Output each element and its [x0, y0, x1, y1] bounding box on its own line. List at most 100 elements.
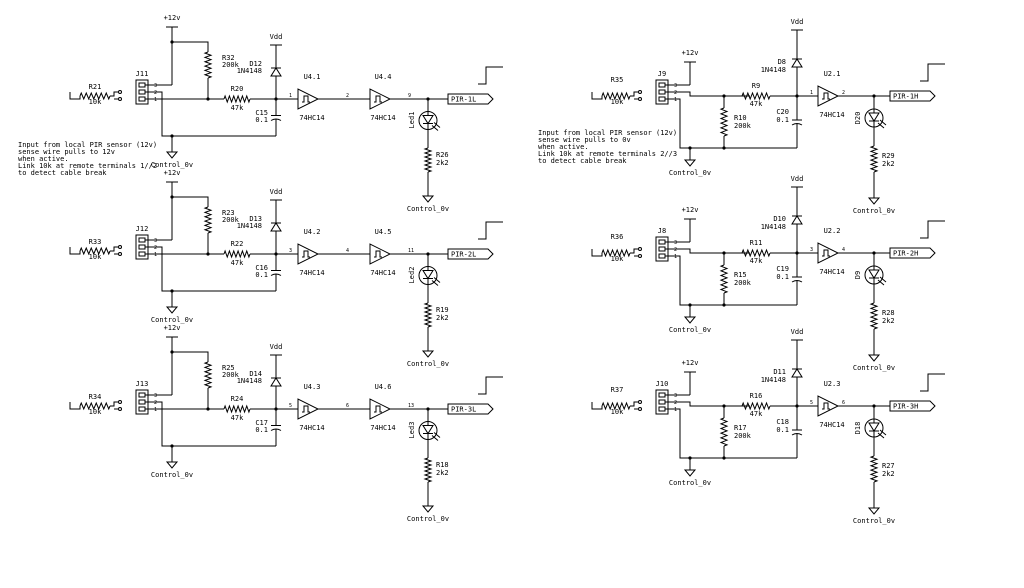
- connector-pin-symbol: [138, 251, 146, 257]
- pin-number: 1: [154, 97, 157, 103]
- ground-label: Control_0v: [407, 515, 449, 523]
- junction-dot: [170, 350, 174, 354]
- wire: [591, 402, 603, 410]
- channel-5: +12vR3610k321J8R15200kR1147kVddD101N4148…: [591, 175, 945, 372]
- terminal-circle: [118, 400, 122, 404]
- rser-ref: R11: [750, 239, 763, 247]
- pin-number: 1: [674, 97, 677, 103]
- resistor-symbol: [423, 302, 433, 328]
- ground-symbol: [683, 159, 697, 167]
- led-ref: Led3: [408, 422, 416, 439]
- light-ray-icon: [879, 429, 887, 436]
- output-label-flag: [889, 247, 936, 259]
- inverter-2-ref: U4.4: [375, 73, 392, 81]
- chip-part: 74HC14: [370, 424, 395, 432]
- wire: [630, 248, 638, 254]
- pin-number: 3: [674, 83, 677, 89]
- rbias-value: 200k: [222, 371, 240, 379]
- resistor-symbol: [719, 417, 729, 447]
- supply-label: +12v: [682, 206, 699, 214]
- connector-pin-symbol: [138, 244, 146, 250]
- connector-pin-symbol: [138, 82, 146, 88]
- resistor-symbol: [203, 51, 213, 79]
- wire: [172, 351, 209, 362]
- ground-symbol: [683, 469, 697, 477]
- chip-part: 74HC14: [819, 421, 844, 429]
- junction-dot: [206, 407, 210, 411]
- rled-ref: R26: [436, 151, 449, 159]
- vdd-label: Vdd: [270, 33, 283, 41]
- note-line: when active.: [538, 143, 589, 151]
- ground-label: Control_0v: [853, 364, 895, 372]
- inverter-1-ref: U2.1: [824, 70, 841, 78]
- capacitor-plate: [270, 273, 282, 276]
- cap-ref: C20: [776, 108, 789, 116]
- resistor-symbol: [719, 264, 729, 294]
- output-label-flag: [889, 90, 936, 102]
- wire: [672, 408, 690, 459]
- junction-dot: [206, 97, 210, 101]
- diode-symbol: [270, 377, 282, 387]
- led-ref: Led1: [408, 112, 416, 129]
- rbias-ref: R25: [222, 364, 235, 372]
- rser-value: 47k: [750, 257, 763, 265]
- diode-type: 1N4148: [761, 376, 786, 384]
- ground-symbol: [421, 195, 435, 203]
- pin-number: 3: [810, 247, 813, 253]
- pin-number: 2: [154, 245, 157, 251]
- rbias-value: 200k: [734, 279, 752, 287]
- light-ray-icon: [433, 122, 441, 128]
- supply-label: +12v: [164, 324, 181, 332]
- pin-number: 2: [154, 90, 157, 96]
- rbias-ref: R10: [734, 114, 747, 122]
- rbias-value: 200k: [734, 122, 752, 130]
- capacitor-plate: [791, 280, 803, 283]
- cap-ref: C18: [776, 418, 789, 426]
- pin-number: 1: [674, 407, 677, 413]
- wire: [152, 401, 172, 447]
- cap-ref: C19: [776, 265, 789, 273]
- connector-pin-symbol: [138, 399, 146, 405]
- junction-dot: [688, 456, 692, 460]
- diode-symbol: [791, 368, 803, 378]
- wire: [69, 92, 81, 100]
- pin-number: 4: [346, 248, 349, 254]
- diode-type: 1N4148: [237, 222, 262, 230]
- resistor-symbol: [719, 107, 729, 137]
- ground-label: Control_0v: [853, 517, 895, 525]
- pin-number: 2: [674, 400, 677, 406]
- wire: [591, 92, 603, 100]
- rin-value: 10k: [89, 408, 102, 416]
- wire: [672, 255, 690, 306]
- pin-number: 5: [289, 403, 292, 409]
- terminal-circle: [118, 407, 122, 411]
- junction-dot: [206, 252, 210, 256]
- output-net-label: PIR-2L: [451, 251, 476, 259]
- wire: [591, 249, 603, 257]
- channel-4: +12vR3510k321J9R10200kR947kVddD81N4148C2…: [591, 18, 945, 215]
- note-line: Input from local PIR sensor (12v): [18, 141, 157, 149]
- connector-ref: J9: [658, 70, 666, 78]
- led-ref: D9: [854, 271, 862, 279]
- inverter-2-symbol: [369, 88, 392, 110]
- rin-ref: R36: [611, 233, 624, 241]
- pin-number: 9: [408, 93, 411, 99]
- note-line: Input from local PIR sensor (12v): [538, 129, 677, 137]
- led-symbol: [868, 112, 880, 122]
- rin-ref: R37: [611, 386, 624, 394]
- rin-ref: R34: [89, 393, 102, 401]
- ground-label: Control_0v: [407, 205, 449, 213]
- connector-pin-symbol: [658, 399, 666, 405]
- schmitt-icon: [302, 95, 310, 103]
- pin-number: 6: [842, 400, 845, 406]
- light-ray-icon: [877, 432, 885, 439]
- capacitor-plate: [270, 428, 282, 431]
- wire: [172, 41, 209, 52]
- vdd-label: Vdd: [791, 175, 804, 183]
- chip-part: 74HC14: [299, 114, 324, 122]
- pin-number: 3: [154, 238, 157, 244]
- pin-number: 6: [346, 403, 349, 409]
- supply-label: +12v: [164, 169, 181, 177]
- ground-symbol: [867, 197, 881, 205]
- wire: [672, 401, 750, 407]
